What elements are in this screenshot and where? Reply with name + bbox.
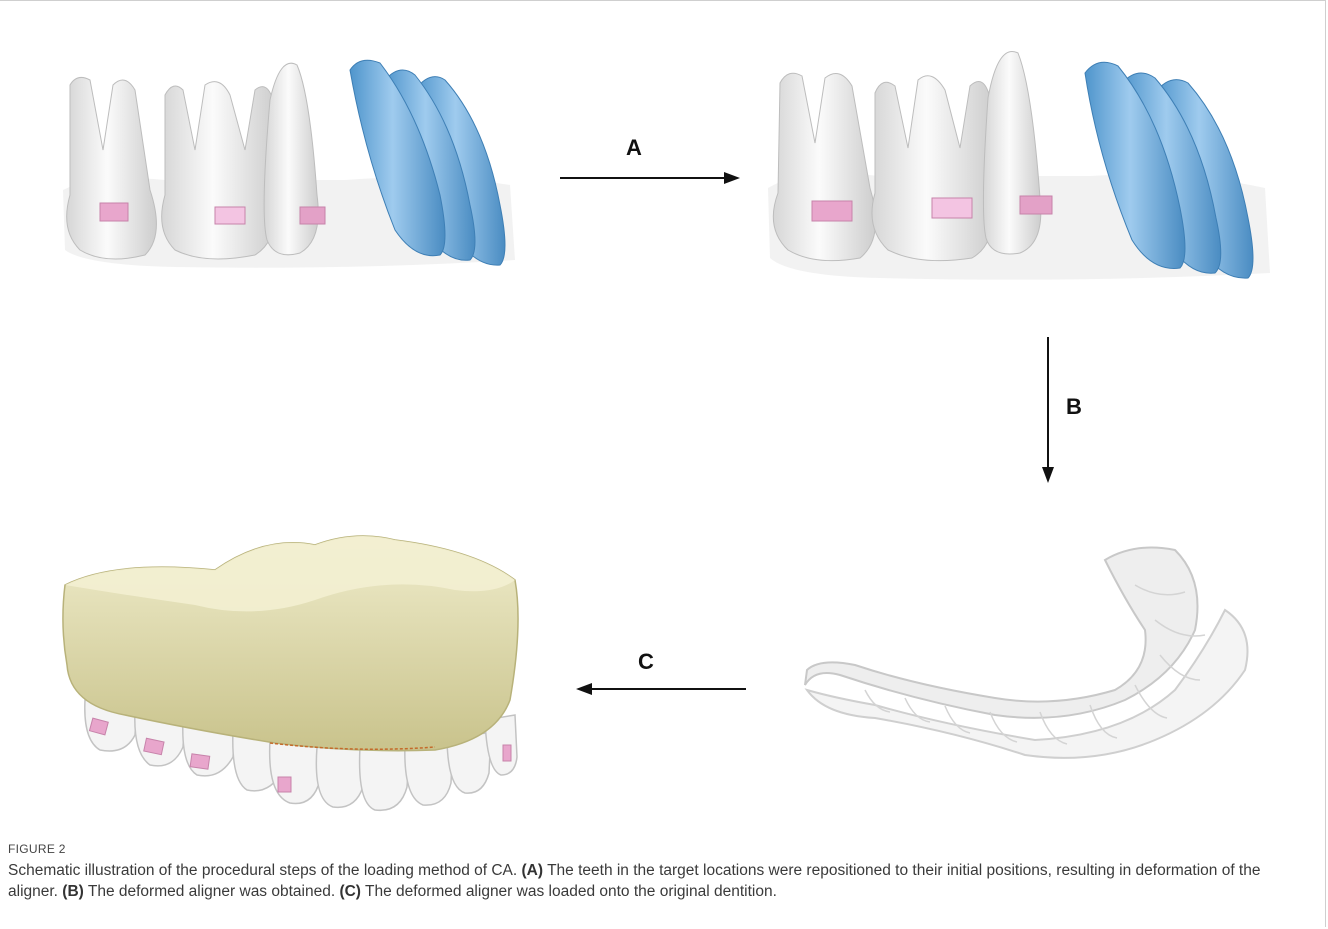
attachment	[100, 203, 128, 221]
tooth-premolar	[983, 51, 1040, 254]
arrow-b	[1038, 335, 1058, 485]
caption-b-text: The deformed aligner was obtained.	[84, 883, 340, 900]
attachment	[1020, 196, 1052, 214]
tooth-molar-2	[872, 76, 993, 261]
panel-loaded-model	[55, 525, 525, 825]
caption-a-tag: (A)	[522, 862, 544, 879]
arrow-c	[574, 679, 749, 699]
attachment	[215, 207, 245, 224]
tooth-molar-1	[67, 77, 157, 259]
attachment	[503, 745, 511, 761]
attachment	[278, 777, 291, 792]
tooth	[360, 747, 410, 810]
tooth-molar-1	[773, 73, 875, 260]
attachment	[190, 754, 210, 769]
attachment	[300, 207, 325, 224]
caption-body: Schematic illustration of the procedural…	[8, 860, 1308, 902]
caption-c-text: The deformed aligner was loaded onto the…	[361, 883, 777, 900]
panel-original-teeth	[55, 55, 530, 275]
attachment	[932, 198, 972, 218]
step-label-a: A	[626, 135, 642, 161]
attachment	[812, 201, 852, 221]
figure-caption: FIGURE 2 Schematic illustration of the p…	[8, 842, 1308, 902]
step-label-b: B	[1066, 394, 1082, 420]
figure-label: FIGURE 2	[8, 842, 1308, 856]
tooth	[405, 743, 453, 805]
tooth-premolar	[264, 63, 318, 255]
panel-deformed-aligner	[795, 540, 1260, 800]
caption-intro: Schematic illustration of the procedural…	[8, 862, 522, 879]
caption-b-tag: (B)	[62, 883, 84, 900]
panel-repositioned-teeth	[760, 38, 1280, 288]
tooth-molar-2	[162, 82, 276, 259]
tooth	[270, 740, 323, 804]
caption-c-tag: (C)	[339, 883, 361, 900]
arrow-a	[558, 168, 743, 188]
tooth	[316, 747, 365, 807]
step-label-c: C	[638, 649, 654, 675]
